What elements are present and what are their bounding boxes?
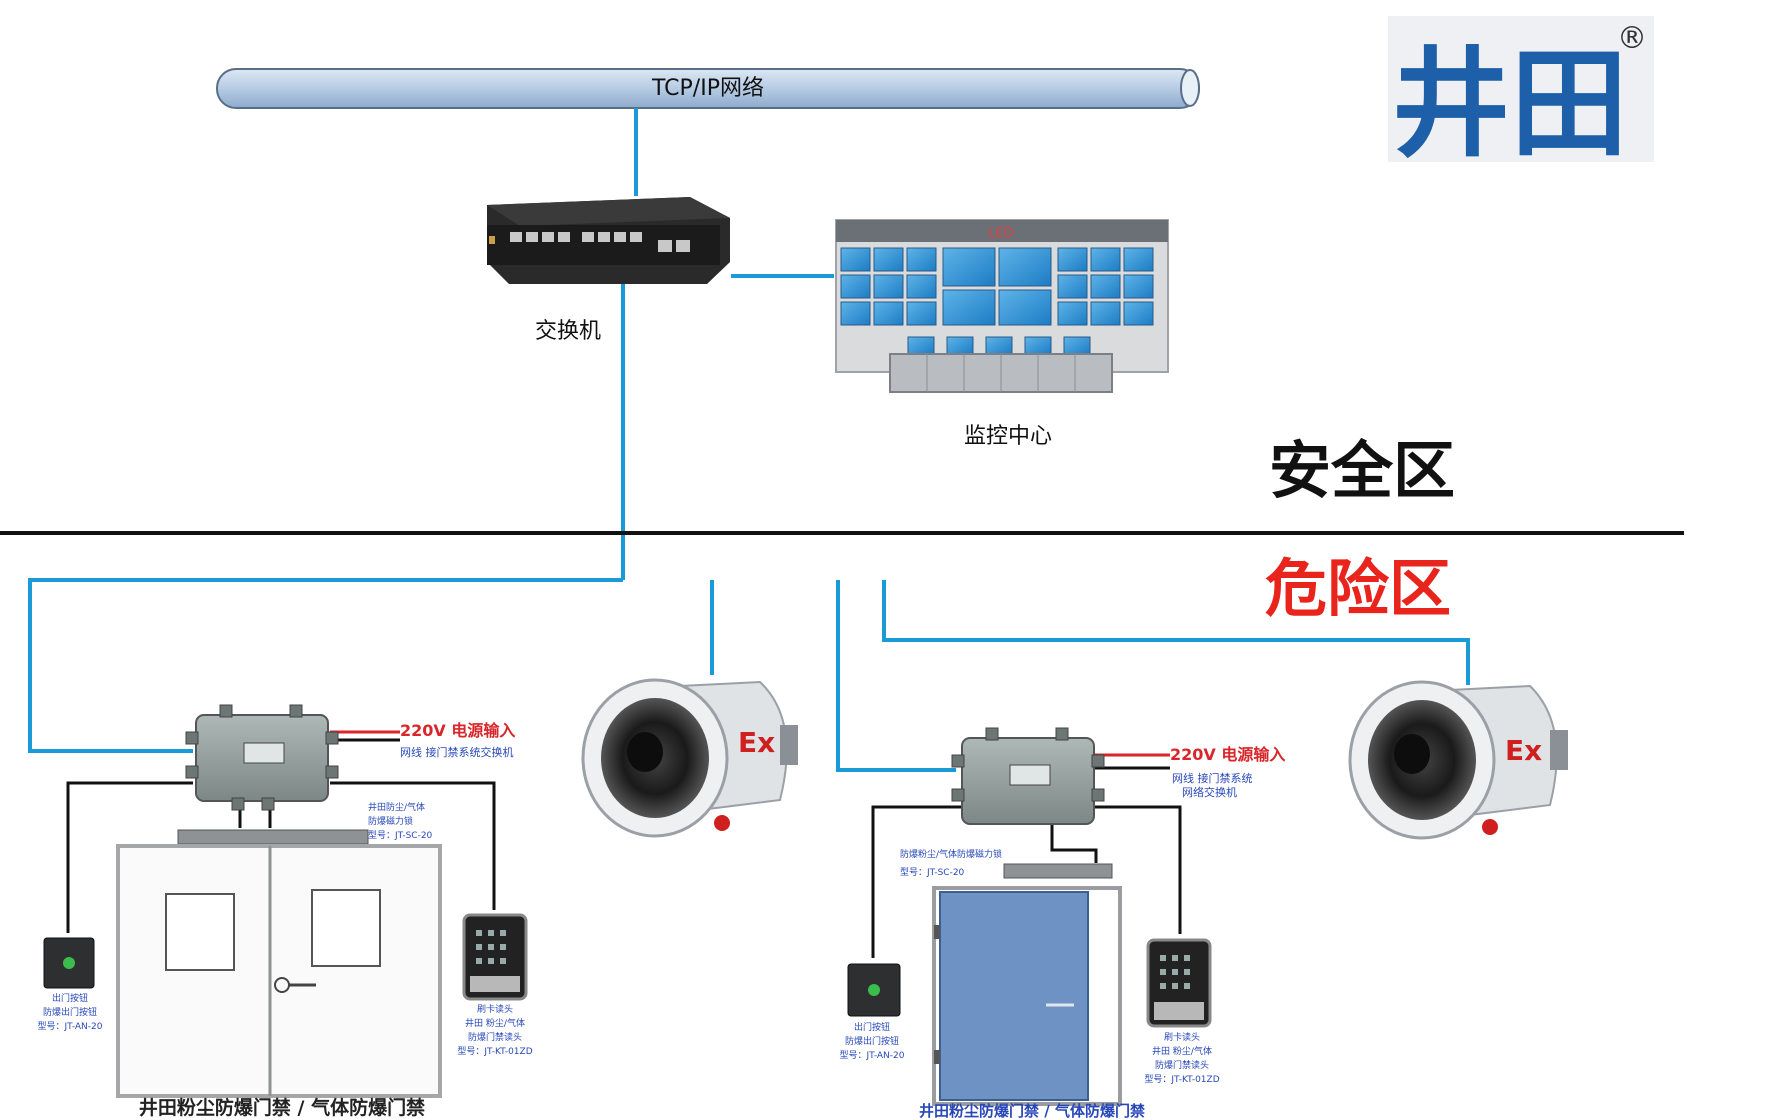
danger-zone-label: 危险区 (1265, 552, 1451, 625)
logo-text: 井田 (1392, 35, 1628, 173)
right-single-door (932, 886, 1122, 1106)
right-lock-text-1: 防爆粉尘/气体防爆磁力锁 (900, 848, 1002, 860)
right-reader-text-3: 防爆门禁读头 (1155, 1059, 1209, 1071)
right-button-text-1: 出门按钮 (854, 1021, 890, 1033)
right-power-text: 220V 电源输入 (1170, 745, 1285, 764)
right-explosion-proof-camera: Ex (1348, 680, 1568, 840)
right-ex-mark: Ex (1505, 734, 1542, 767)
left-access-control-unit: 220V 电源输入 网线 接门禁系统交换机 井田防尘/气体 防爆磁力锁 型号：J… (38, 704, 533, 1119)
switch-label: 交换机 (535, 319, 601, 344)
left-reader-text-3: 防爆门禁读头 (468, 1031, 522, 1043)
right-magnetic-lock (1003, 863, 1113, 879)
left-reader-text-2: 井田 粉尘/气体 (465, 1017, 525, 1029)
left-lock-text-3: 型号：JT-SC-20 (368, 830, 433, 841)
right-exit-button: 出门按钮 防爆出门按钮 型号：JT-AN-20 (840, 963, 905, 1061)
left-network-text: 网线 接门禁系统交换机 (400, 745, 514, 759)
left-lock-text-2: 防爆磁力锁 (368, 815, 413, 827)
left-reader-text-4: 型号：JT-KT-01ZD (457, 1046, 532, 1057)
left-control-box (185, 704, 339, 811)
network-links (28, 108, 1470, 772)
left-ex-mark: Ex (738, 726, 775, 759)
right-card-reader: 刷卡读头 井田 粉尘/气体 防爆门禁读头 型号：JT-KT-01ZD (1144, 938, 1220, 1085)
left-unit-caption: 井田粉尘防爆门禁 / 气体防爆门禁 (139, 1096, 425, 1119)
registered-mark: ® (1617, 21, 1647, 56)
monitoring-center: LED 监控中心 (835, 219, 1169, 449)
jingtian-logo: 井田 ® (1388, 16, 1654, 173)
right-reader-text-2: 井田 粉尘/气体 (1152, 1045, 1212, 1057)
right-button-text-3: 型号：JT-AN-20 (840, 1050, 905, 1061)
left-explosion-proof-camera: Ex (581, 678, 798, 838)
left-button-text-2: 防爆出门按钮 (43, 1006, 97, 1018)
right-network-text-2: 网络交换机 (1182, 785, 1237, 799)
right-network-text-1: 网线 接门禁系统 (1172, 771, 1253, 785)
left-power-text: 220V 电源输入 (400, 721, 515, 740)
left-button-text-3: 型号：JT-AN-20 (38, 1021, 103, 1032)
right-reader-text-1: 刷卡读头 (1164, 1031, 1200, 1043)
monitor-center-label: 监控中心 (964, 424, 1052, 449)
right-control-box (951, 727, 1105, 825)
left-button-text-1: 出门按钮 (52, 992, 88, 1004)
network-switch: 交换机 (487, 197, 730, 344)
left-lock-text-1: 井田防尘/气体 (368, 801, 425, 813)
right-access-control-unit: 220V 电源输入 网线 接门禁系统 网络交换机 防爆粉尘/气体防爆磁力锁 型号… (840, 727, 1285, 1120)
right-reader-text-4: 型号：JT-KT-01ZD (1144, 1074, 1219, 1085)
left-double-door (116, 844, 442, 1098)
led-sign: LED (988, 226, 1013, 241)
network-label: TCP/IP网络 (651, 76, 764, 101)
left-exit-button: 出门按钮 防爆出门按钮 型号：JT-AN-20 (38, 937, 103, 1032)
right-unit-caption: 井田粉尘防爆门禁 / 气体防爆门禁 (919, 1102, 1145, 1120)
safe-zone-label: 安全区 (1269, 434, 1455, 507)
left-card-reader: 刷卡读头 井田 粉尘/气体 防爆门禁读头 型号：JT-KT-01ZD (457, 913, 533, 1057)
right-button-text-2: 防爆出门按钮 (845, 1035, 899, 1047)
left-magnetic-lock (177, 829, 369, 845)
tcp-ip-network-pipe: TCP/IP网络 (216, 68, 1200, 109)
right-lock-text-2: 型号：JT-SC-20 (900, 867, 965, 878)
left-reader-text-1: 刷卡读头 (477, 1003, 513, 1015)
